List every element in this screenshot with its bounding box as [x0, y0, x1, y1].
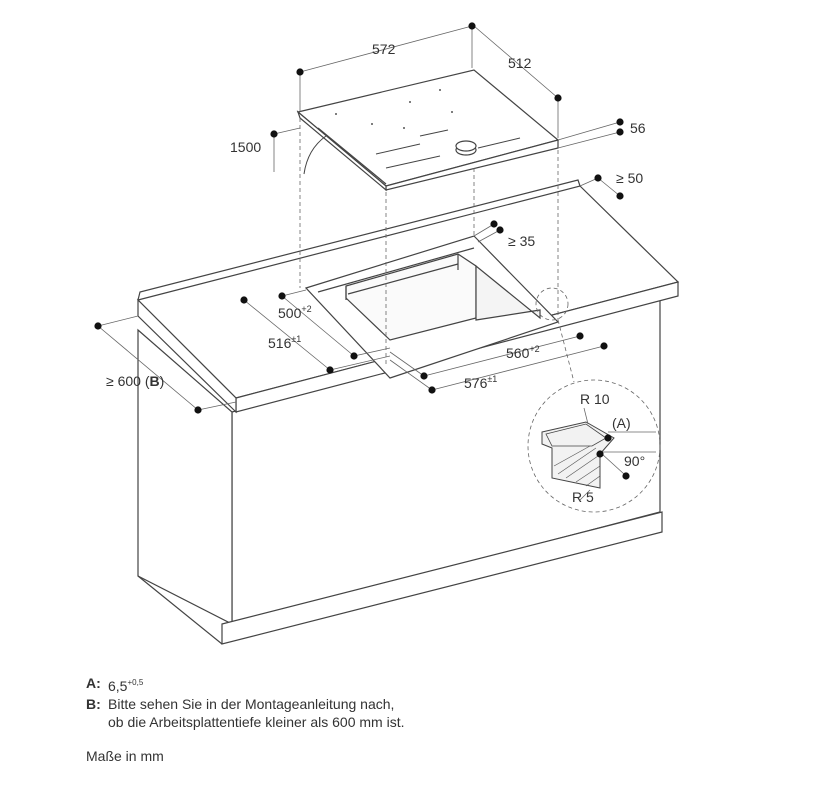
note-b: B: Bitte sehen Sie in der Montageanleitu…	[86, 695, 405, 713]
note-a: A: 6,5+0,5	[86, 674, 405, 695]
detail-callout: R 10 (A) 90° R 5	[527, 287, 661, 513]
note-b-key: B:	[86, 696, 101, 712]
detail-radius-outer: R 10	[580, 391, 610, 407]
dim-cutout-width: 560+2	[506, 344, 540, 361]
dimension-lines	[97, 25, 621, 411]
dim-depth: 512	[508, 55, 532, 71]
dim-worktop-depth: ≥ 600 (B)	[106, 373, 164, 389]
dim-rear-gap: ≥ 50	[616, 170, 643, 186]
dimension-dots	[94, 22, 624, 414]
detail-radius-inner: R 5	[572, 489, 594, 505]
dim-cutout-depth: 500+2	[278, 304, 312, 321]
projection-lines	[299, 118, 559, 366]
dim-width: 572	[372, 41, 396, 57]
dim-outer-width: 576±1	[464, 374, 497, 391]
dim-cable: 1500	[230, 139, 261, 155]
cabinet	[137, 297, 663, 645]
installation-drawing: 572 512 56 1500 ≥ 50 ≥ 35 500+2 516±1 56…	[94, 22, 680, 645]
note-b-line1: Bitte sehen Sie in der Montageanleitung …	[108, 696, 395, 712]
worktop-cutout	[304, 235, 560, 379]
detail-ref-a: (A)	[612, 415, 631, 431]
dimension-labels: 572 512 56 1500 ≥ 50 ≥ 35 500+2 516±1 56…	[106, 41, 646, 391]
power-cable	[303, 135, 327, 175]
note-b-line2: ob die Arbeitsplattentiefe kleiner als 6…	[108, 714, 405, 730]
unit-label: Maße in mm	[86, 748, 164, 764]
dim-outer-depth: 516±1	[268, 334, 301, 351]
footnotes: A: 6,5+0,5 B: Bitte sehen Sie in der Mon…	[86, 674, 405, 731]
detail-angle: 90°	[624, 453, 645, 469]
dim-side-gap: ≥ 35	[508, 233, 535, 249]
note-a-key: A:	[86, 675, 101, 691]
note-a-text: 6,5+0,5	[108, 678, 144, 694]
dim-height: 56	[630, 120, 646, 136]
cooktop	[296, 69, 560, 192]
